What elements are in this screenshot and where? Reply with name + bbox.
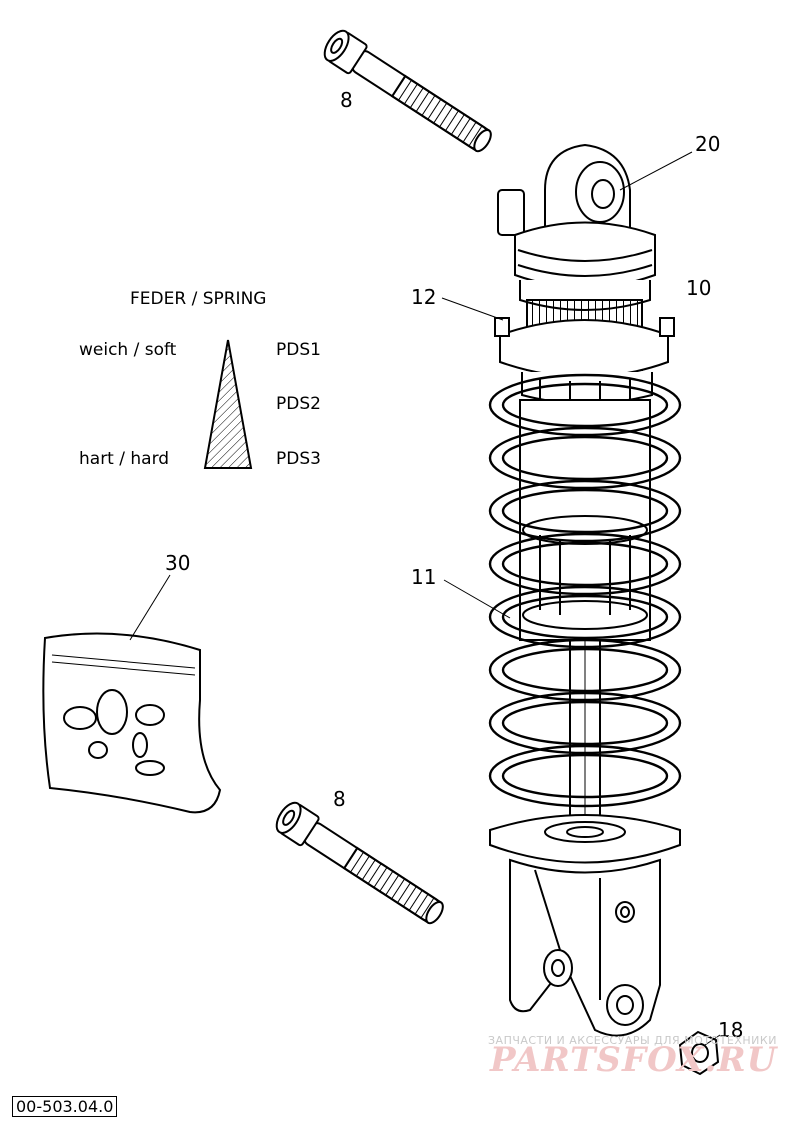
callout-kit: 30: [165, 551, 191, 575]
small-parts-kit: [42, 632, 222, 814]
diagram-code: 00-503.04.0: [12, 1096, 118, 1117]
callout-bolt-bottom: 8: [333, 787, 346, 811]
callout-nut: 18: [718, 1018, 744, 1042]
shock-body: [488, 143, 682, 1037]
spring-grade-1: PDS1: [276, 340, 321, 360]
spring-grade-3: PDS3: [276, 449, 321, 469]
bolt-top: [323, 29, 492, 153]
spring-legend-title: FEDER / SPRING: [130, 289, 267, 309]
callout-bolt-top: 8: [340, 88, 353, 112]
watermark-logo: PARTSFOX.RU: [490, 1040, 778, 1080]
leader-lines: [129, 151, 721, 1046]
watermark-tagline: ЗАПЧАСТИ И АКСЕССУАРЫ ДЛЯ МОТОТЕХНИКИ: [488, 1034, 777, 1047]
spring-grade-wedge: [203, 339, 253, 469]
spring-grade-2: PDS2: [276, 394, 321, 414]
spring-soft-label: weich / soft: [79, 340, 177, 360]
callout-collar: 12: [411, 285, 437, 309]
callout-body: 10: [686, 276, 712, 300]
bolt-bottom: [275, 801, 444, 925]
callout-spring: 11: [411, 565, 437, 589]
callout-top-eye: 20: [695, 132, 721, 156]
spring-hard-label: hart / hard: [79, 449, 170, 469]
